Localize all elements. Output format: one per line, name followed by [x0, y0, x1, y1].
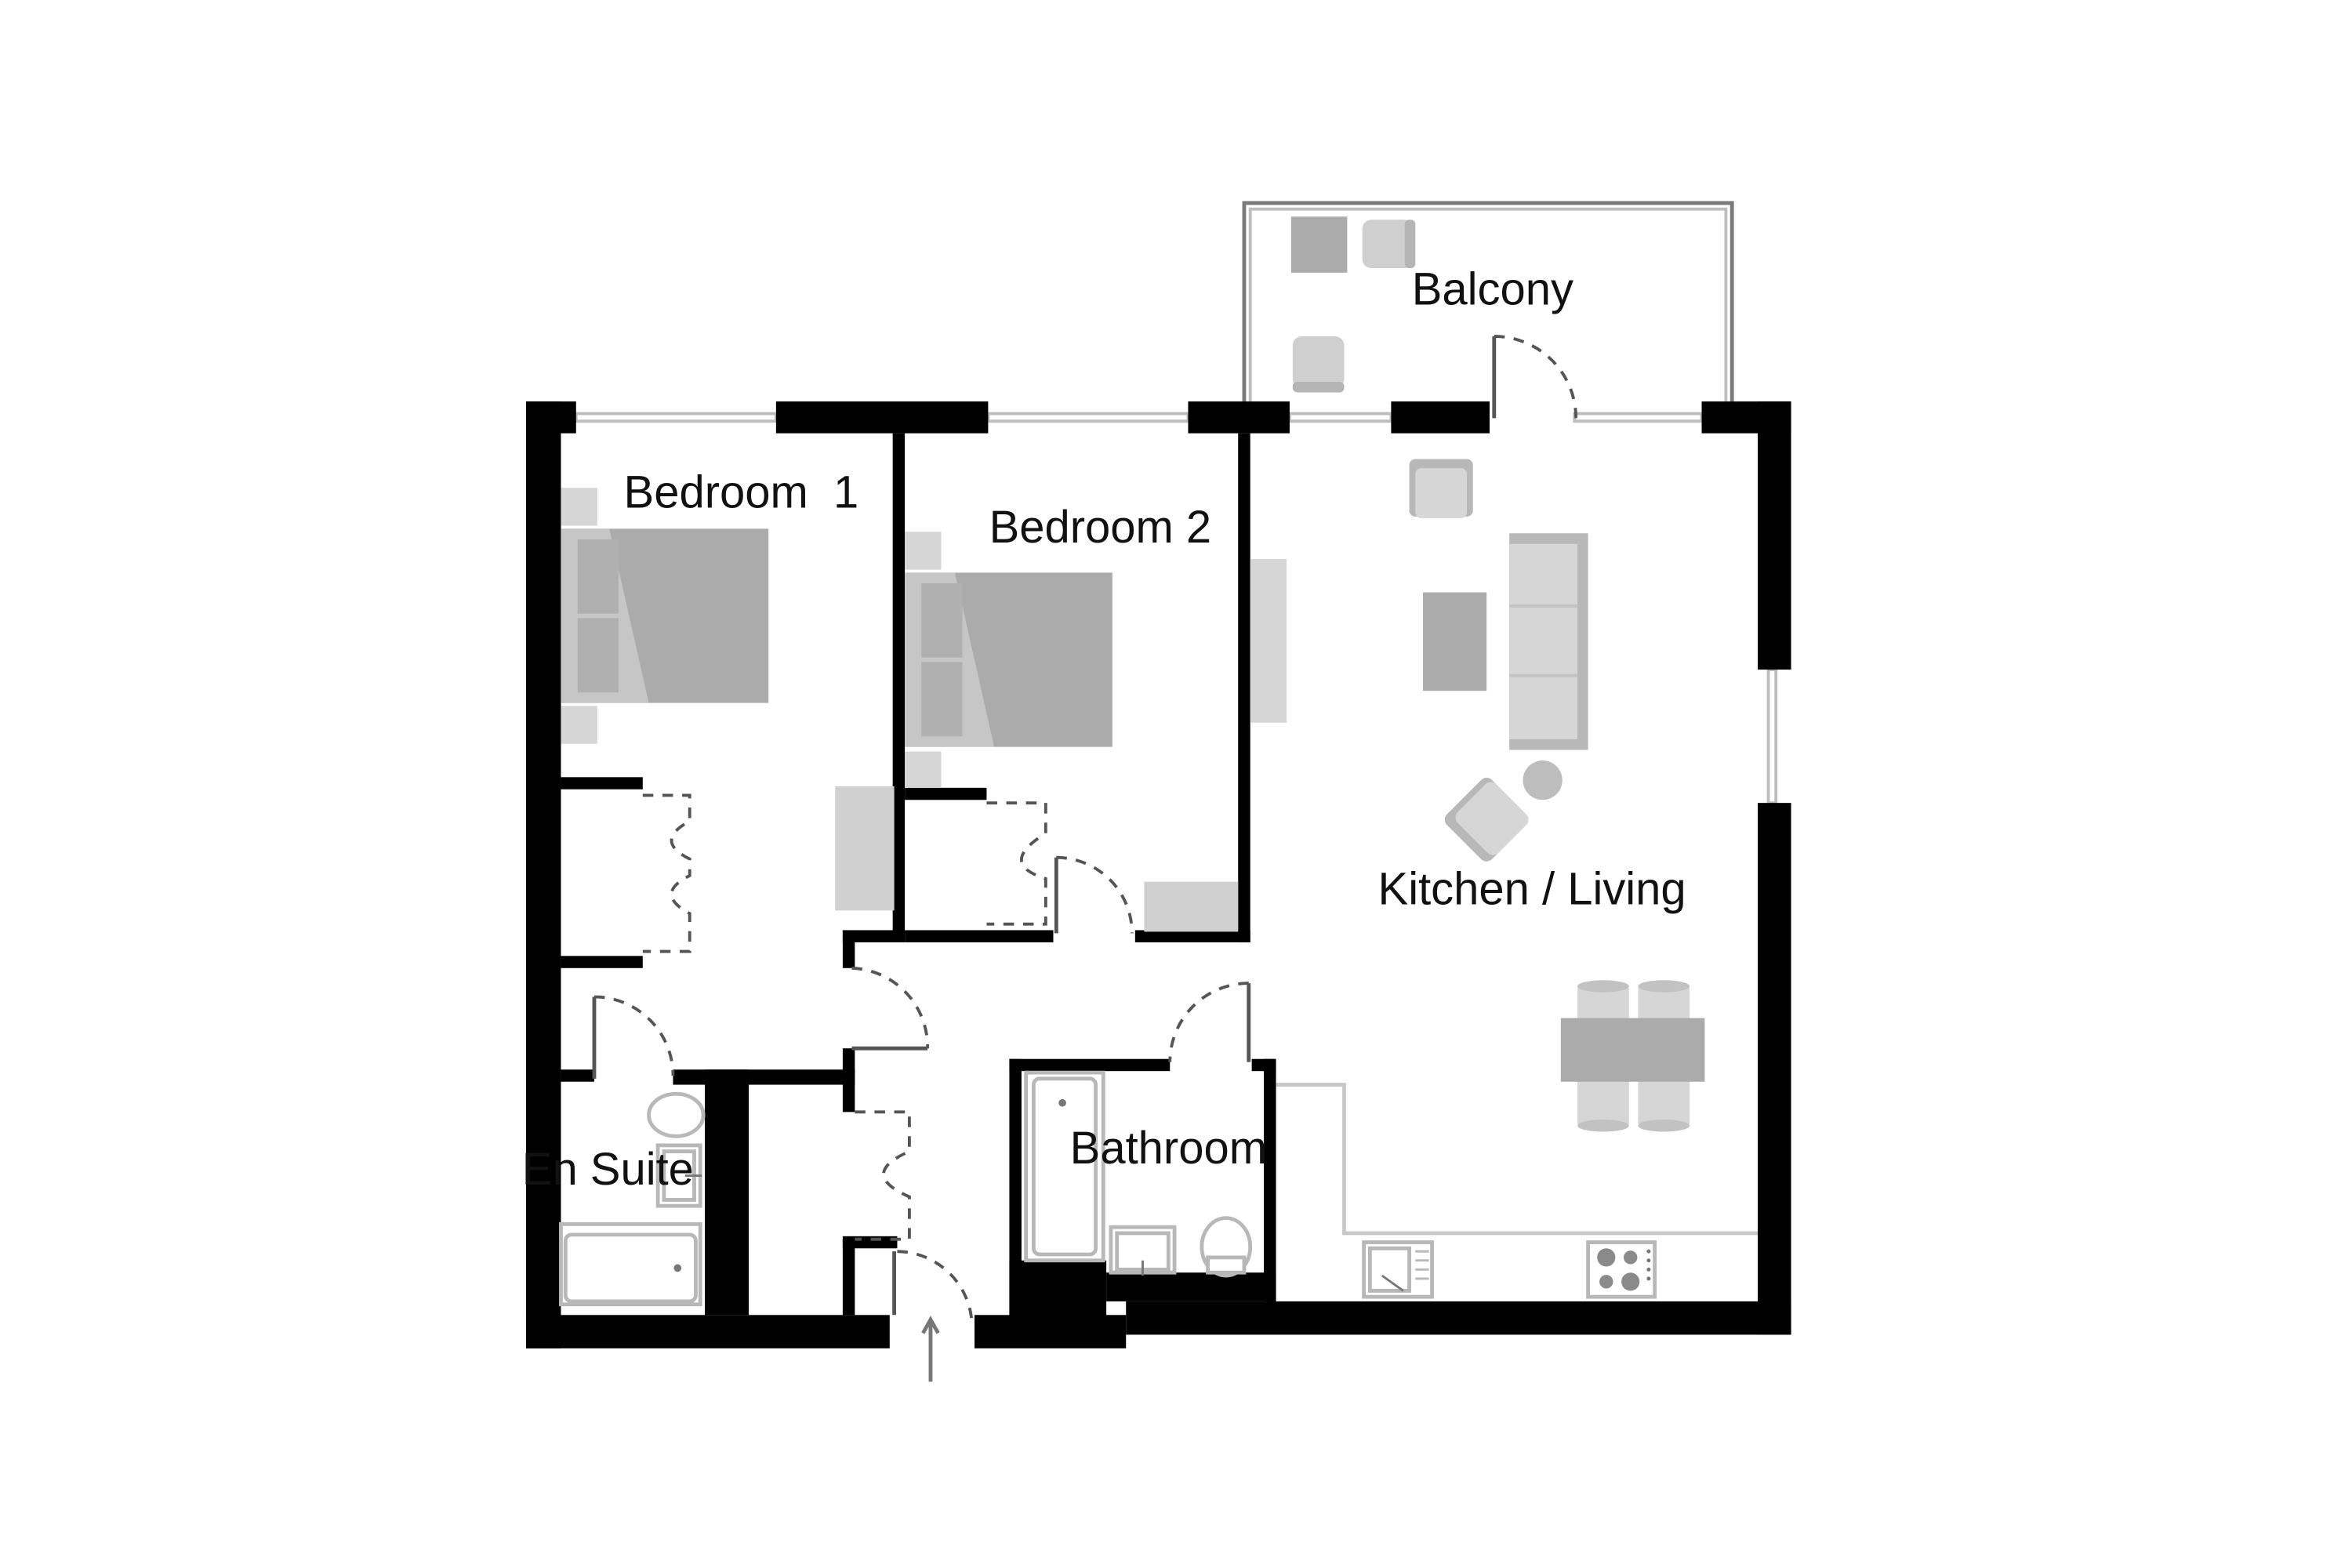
wall-south-1 [526, 1315, 890, 1348]
door-cupboard [855, 1110, 911, 1241]
door-bathroom-swing [1168, 982, 1249, 1062]
kitchen-sink-icon [1362, 1240, 1434, 1299]
wall-north-1 [526, 401, 576, 434]
wall-cupboard-lower [842, 1239, 855, 1316]
walls [526, 401, 1791, 1348]
wall-ensuite-top-2 [673, 1069, 855, 1085]
armchair-top [1409, 459, 1473, 518]
label-bedroom1: Bedroom 1 [624, 467, 859, 517]
coffee-table [1422, 592, 1487, 691]
door-ensuite-swing [593, 995, 675, 1076]
furniture [559, 216, 1759, 1307]
wall-cupboard-upper [842, 1048, 855, 1112]
dining-table [1560, 1018, 1705, 1082]
tv-unit [1250, 559, 1287, 723]
ensuite-toilet-icon [647, 1091, 706, 1138]
dining-chair-3 [1577, 1078, 1629, 1132]
door-bedroom1-swing [851, 966, 930, 1049]
sofa [1509, 533, 1588, 750]
balcony-railing [1242, 201, 1734, 409]
bathroom-toilet-icon [1200, 1216, 1253, 1278]
wall-north-3 [1188, 401, 1290, 434]
bedroom2-dresser [1144, 881, 1239, 932]
window-living-right [1573, 412, 1704, 423]
label-balcony: Balcony [1412, 264, 1573, 314]
wall-wardrobe1-bottom [561, 956, 643, 968]
room-labels: Balcony Bedroom 1 Bedroom 2 Kitchen / Li… [522, 264, 1686, 1195]
bedside-table-2a [905, 532, 942, 570]
bathroom-basin-icon [1109, 1225, 1177, 1276]
door-wardrobe1 [642, 793, 691, 953]
wall-bathroom-east [1264, 1058, 1276, 1301]
wall-bedroom2-south-2 [1134, 930, 1250, 942]
balcony-table [1290, 216, 1348, 273]
armchair-corner [1444, 778, 1529, 862]
wall-east-upper [1758, 401, 1791, 670]
wall-bathroom-south [1009, 1260, 1107, 1317]
wall-ensuite-east [705, 1069, 750, 1316]
dining-chair-4 [1638, 1078, 1690, 1132]
window-bedroom2 [986, 412, 1190, 423]
door-balcony-swing [1494, 335, 1578, 419]
wall-corridor-top [842, 930, 906, 942]
wall-south-2 [974, 1315, 1127, 1348]
window-living-east [1766, 668, 1778, 805]
wall-south-3 [1126, 1301, 1791, 1335]
wall-bedroom2-living [1238, 433, 1250, 942]
balcony-chair-2 [1292, 336, 1345, 388]
bed-2 [905, 572, 1112, 747]
wall-bathroom-top-1 [1009, 1058, 1171, 1072]
doors [592, 335, 1578, 1319]
wall-west [526, 401, 561, 1348]
wall-wardrobe1-top [561, 777, 643, 789]
label-bathroom: Bathroom [1070, 1123, 1267, 1174]
wall-bathroom-south-2 [1106, 1272, 1276, 1301]
label-kitchen-living: Kitchen / Living [1378, 865, 1686, 915]
wall-cupboard-bottom [842, 1236, 898, 1249]
entrance-arrow-icon [921, 1316, 940, 1382]
bedside-table-2b [905, 751, 942, 788]
hob-icon [1586, 1240, 1657, 1299]
wall-corridor-stub [842, 930, 855, 968]
window-bedroom1 [574, 412, 778, 423]
door-entrance-swing [897, 1250, 974, 1319]
door-wardrobe2 [986, 801, 1047, 926]
kitchen-counter [1276, 1083, 1759, 1236]
wall-east-lower [1758, 803, 1791, 1335]
wall-bathroom-west [1009, 1058, 1022, 1317]
ensuite-basin-icon [655, 1143, 702, 1208]
wall-bedroom2-south-1 [905, 930, 1054, 942]
wall-bedroom-divider [892, 433, 906, 940]
label-bedroom2: Bedroom 2 [989, 503, 1212, 553]
door-bedroom2-swing [1056, 855, 1134, 934]
bed-1 [561, 528, 769, 703]
wall-wardrobe2-top [905, 787, 987, 800]
wall-north-2 [775, 401, 989, 434]
bedside-table-1b [561, 706, 597, 744]
wall-north-4 [1391, 401, 1490, 434]
side-table [1523, 760, 1563, 800]
label-en-suite: En Suite [522, 1145, 694, 1195]
bedroom1-desk [835, 786, 895, 911]
balcony-chair-1 [1362, 220, 1414, 269]
ensuite-bath-icon [559, 1221, 702, 1307]
wall-ensuite-top-1 [561, 1069, 594, 1082]
window-living-left [1287, 412, 1393, 423]
bedside-table-1a [561, 488, 597, 526]
bathroom-bath-icon [1024, 1070, 1105, 1263]
